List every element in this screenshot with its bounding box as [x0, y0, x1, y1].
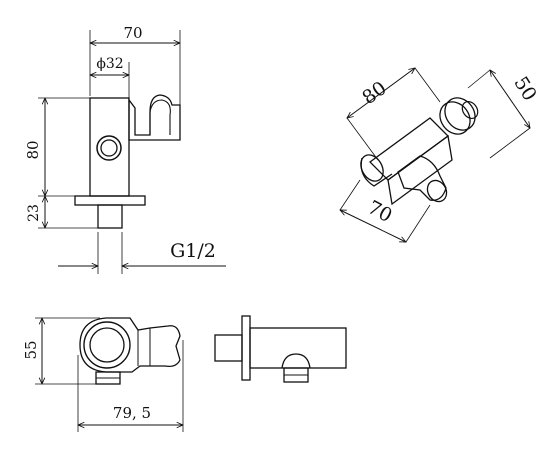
- bv-height-text: 55: [22, 340, 40, 359]
- bv-width-text: 79, 5: [113, 404, 151, 422]
- holder-outline: [128, 94, 181, 141]
- outlet-inner: [100, 139, 118, 157]
- iso-outlet: [360, 157, 393, 187]
- bv-outline: [79, 317, 181, 373]
- iso-holder-ring: [426, 179, 448, 203]
- iso-block-top: [369, 117, 449, 181]
- dim-height-text: 80: [24, 140, 42, 159]
- bottom-view: 55 79, 5: [22, 318, 183, 432]
- dim-base-text: 23: [26, 204, 42, 222]
- iso-ext-depth-a: [467, 69, 491, 89]
- bv-outlet-outer: [83, 321, 131, 369]
- side-view: [214, 315, 347, 383]
- sv-outlet-dome: [281, 353, 311, 369]
- iso-flange-front: [444, 97, 476, 131]
- iso-outlet-face: [360, 154, 384, 182]
- outlet-outer: [96, 135, 122, 161]
- sv-thread: [214, 334, 243, 362]
- iso-flange-back: [439, 101, 471, 135]
- iso-thread: [461, 101, 479, 119]
- wall-flange: [74, 195, 146, 206]
- sv-body: [249, 327, 347, 369]
- iso-dim-line-width: [340, 210, 406, 242]
- iso-ext-width-b: [405, 204, 431, 243]
- dim-width-text: 70: [123, 24, 142, 42]
- iso-view: 80 50 70: [340, 68, 541, 242]
- body-block: [89, 97, 130, 197]
- iso-block-front: [387, 134, 453, 206]
- bv-outlet-inner: [89, 327, 125, 363]
- iso-body: [360, 97, 479, 206]
- thread-connector: [97, 204, 123, 229]
- iso-dim-line-depth: [490, 70, 530, 128]
- dim-diameter-text: ϕ32: [96, 56, 123, 72]
- front-view: 70 ϕ32 80 23 G1/2: [24, 24, 226, 274]
- holder-hook: [149, 99, 171, 135]
- iso-length-text: 80: [358, 77, 390, 109]
- sv-flange: [241, 315, 251, 381]
- iso-dim-line-length: [347, 68, 415, 118]
- iso-ext-width-a: [339, 179, 361, 211]
- iso-depth-text: 50: [509, 73, 540, 105]
- iso-ext-depth-b: [489, 127, 531, 159]
- iso-ext-length-b: [414, 67, 441, 103]
- iso-ext-length-a: [346, 117, 379, 161]
- thread-text: G1/2: [170, 240, 216, 262]
